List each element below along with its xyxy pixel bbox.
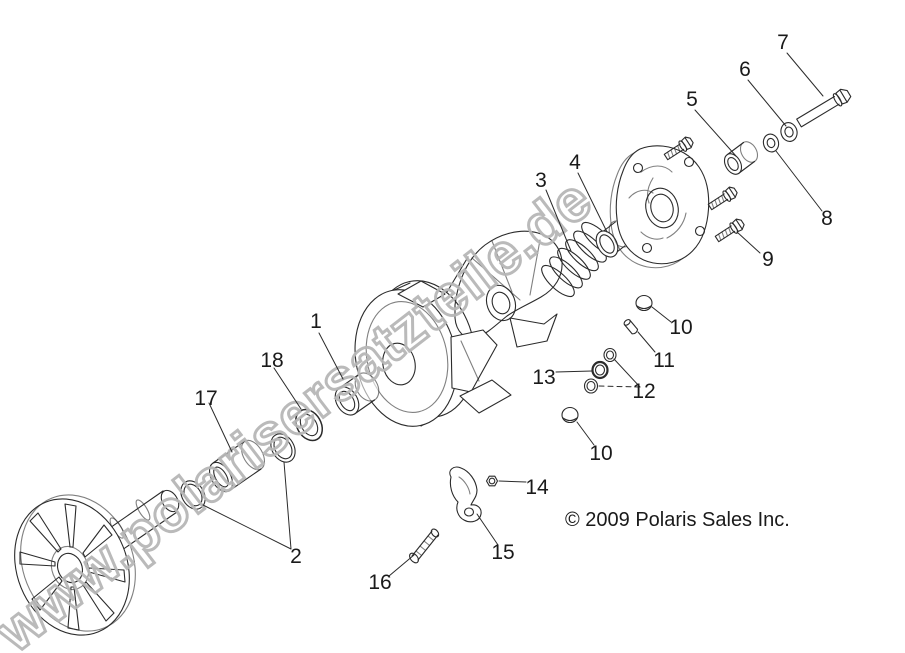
- leader-line-3: [545, 189, 572, 252]
- leader-line-1: [318, 332, 344, 380]
- callout-3: 3: [535, 169, 547, 192]
- callout-18: 18: [260, 349, 283, 372]
- leader-line-11: [637, 331, 656, 353]
- part-washer-6: [780, 122, 798, 142]
- part-bolt-9c: [713, 216, 747, 245]
- leader-line-12b: [597, 385, 641, 388]
- copyright-text: © 2009 Polaris Sales Inc.: [565, 509, 790, 531]
- callout-14: 14: [525, 476, 549, 499]
- part-oring-2a: [180, 480, 206, 510]
- part-spacer-tube-17: [208, 439, 266, 493]
- leader-line-10a: [651, 306, 672, 323]
- part-pin-11: [623, 319, 639, 335]
- sheave-lower-flap: [459, 379, 512, 414]
- part-movable-sheave: [354, 256, 558, 427]
- part-washer-12b: [583, 378, 599, 394]
- leader-line-12: [613, 358, 641, 388]
- leader-line-8: [775, 150, 823, 212]
- part-spacer-5: [723, 141, 759, 175]
- leader-line-10b: [576, 421, 595, 446]
- callout-9: 9: [762, 248, 774, 271]
- part-plug-10a: [635, 294, 653, 312]
- callout-1: 1: [310, 310, 322, 333]
- part-washer-8: [762, 133, 780, 153]
- leader-line-6: [747, 79, 787, 127]
- callout-17: 17: [194, 387, 217, 410]
- sheave-top-flap: [397, 280, 446, 308]
- part-bushing-1: [334, 372, 380, 416]
- callout-15: 15: [491, 541, 514, 564]
- leader-lines: [202, 52, 824, 577]
- part-bolt-7: [796, 88, 852, 128]
- callout-4: 4: [569, 151, 581, 174]
- callout-11: 11: [653, 349, 675, 372]
- part-stud-16: [409, 528, 440, 564]
- part-lever-arm-15: [449, 466, 482, 523]
- leader-line-14: [498, 480, 527, 483]
- leader-line-4: [577, 172, 608, 233]
- leader-line-18: [273, 367, 302, 410]
- watermark-text: www.polarisersatzteile.de: [0, 166, 604, 653]
- leader-line-7: [786, 52, 824, 97]
- part-cover-plate: [609, 145, 710, 269]
- callout-12: 12: [632, 380, 655, 403]
- part-plug-10b: [561, 406, 579, 424]
- callout-16: 16: [368, 571, 391, 594]
- part-bolt-9b: [706, 184, 740, 213]
- fan-fins: [19, 503, 126, 631]
- sheave-right-arm: [509, 313, 558, 348]
- leader-line-9: [736, 231, 761, 254]
- part-washer-12a: [603, 347, 617, 363]
- callout-8: 8: [821, 207, 833, 230]
- leader-line-16: [388, 554, 415, 577]
- leader-line-13: [555, 370, 593, 373]
- callout-6: 6: [739, 58, 751, 81]
- leader-line-5: [694, 109, 737, 157]
- callout-7: 7: [777, 31, 789, 54]
- callout-labels: 1 2 3 4 5 6 7 8 9 10 10 11 12 13 14 15 1…: [194, 31, 833, 594]
- part-seal-ring-18: [294, 408, 324, 442]
- part-oring-2b: [270, 433, 296, 463]
- callout-10b: 10: [589, 442, 612, 465]
- callout-2: 2: [290, 545, 302, 568]
- leader-line-17: [208, 402, 233, 453]
- part-nut-14: [485, 475, 499, 487]
- leader-line-15: [476, 513, 499, 546]
- callout-10a: 10: [669, 316, 692, 339]
- part-bushing-13: [591, 360, 609, 380]
- callout-13: 13: [532, 366, 555, 389]
- part-fixed-drive-sheave: [14, 494, 136, 636]
- leader-line-2: [202, 461, 292, 550]
- callout-5: 5: [686, 88, 698, 111]
